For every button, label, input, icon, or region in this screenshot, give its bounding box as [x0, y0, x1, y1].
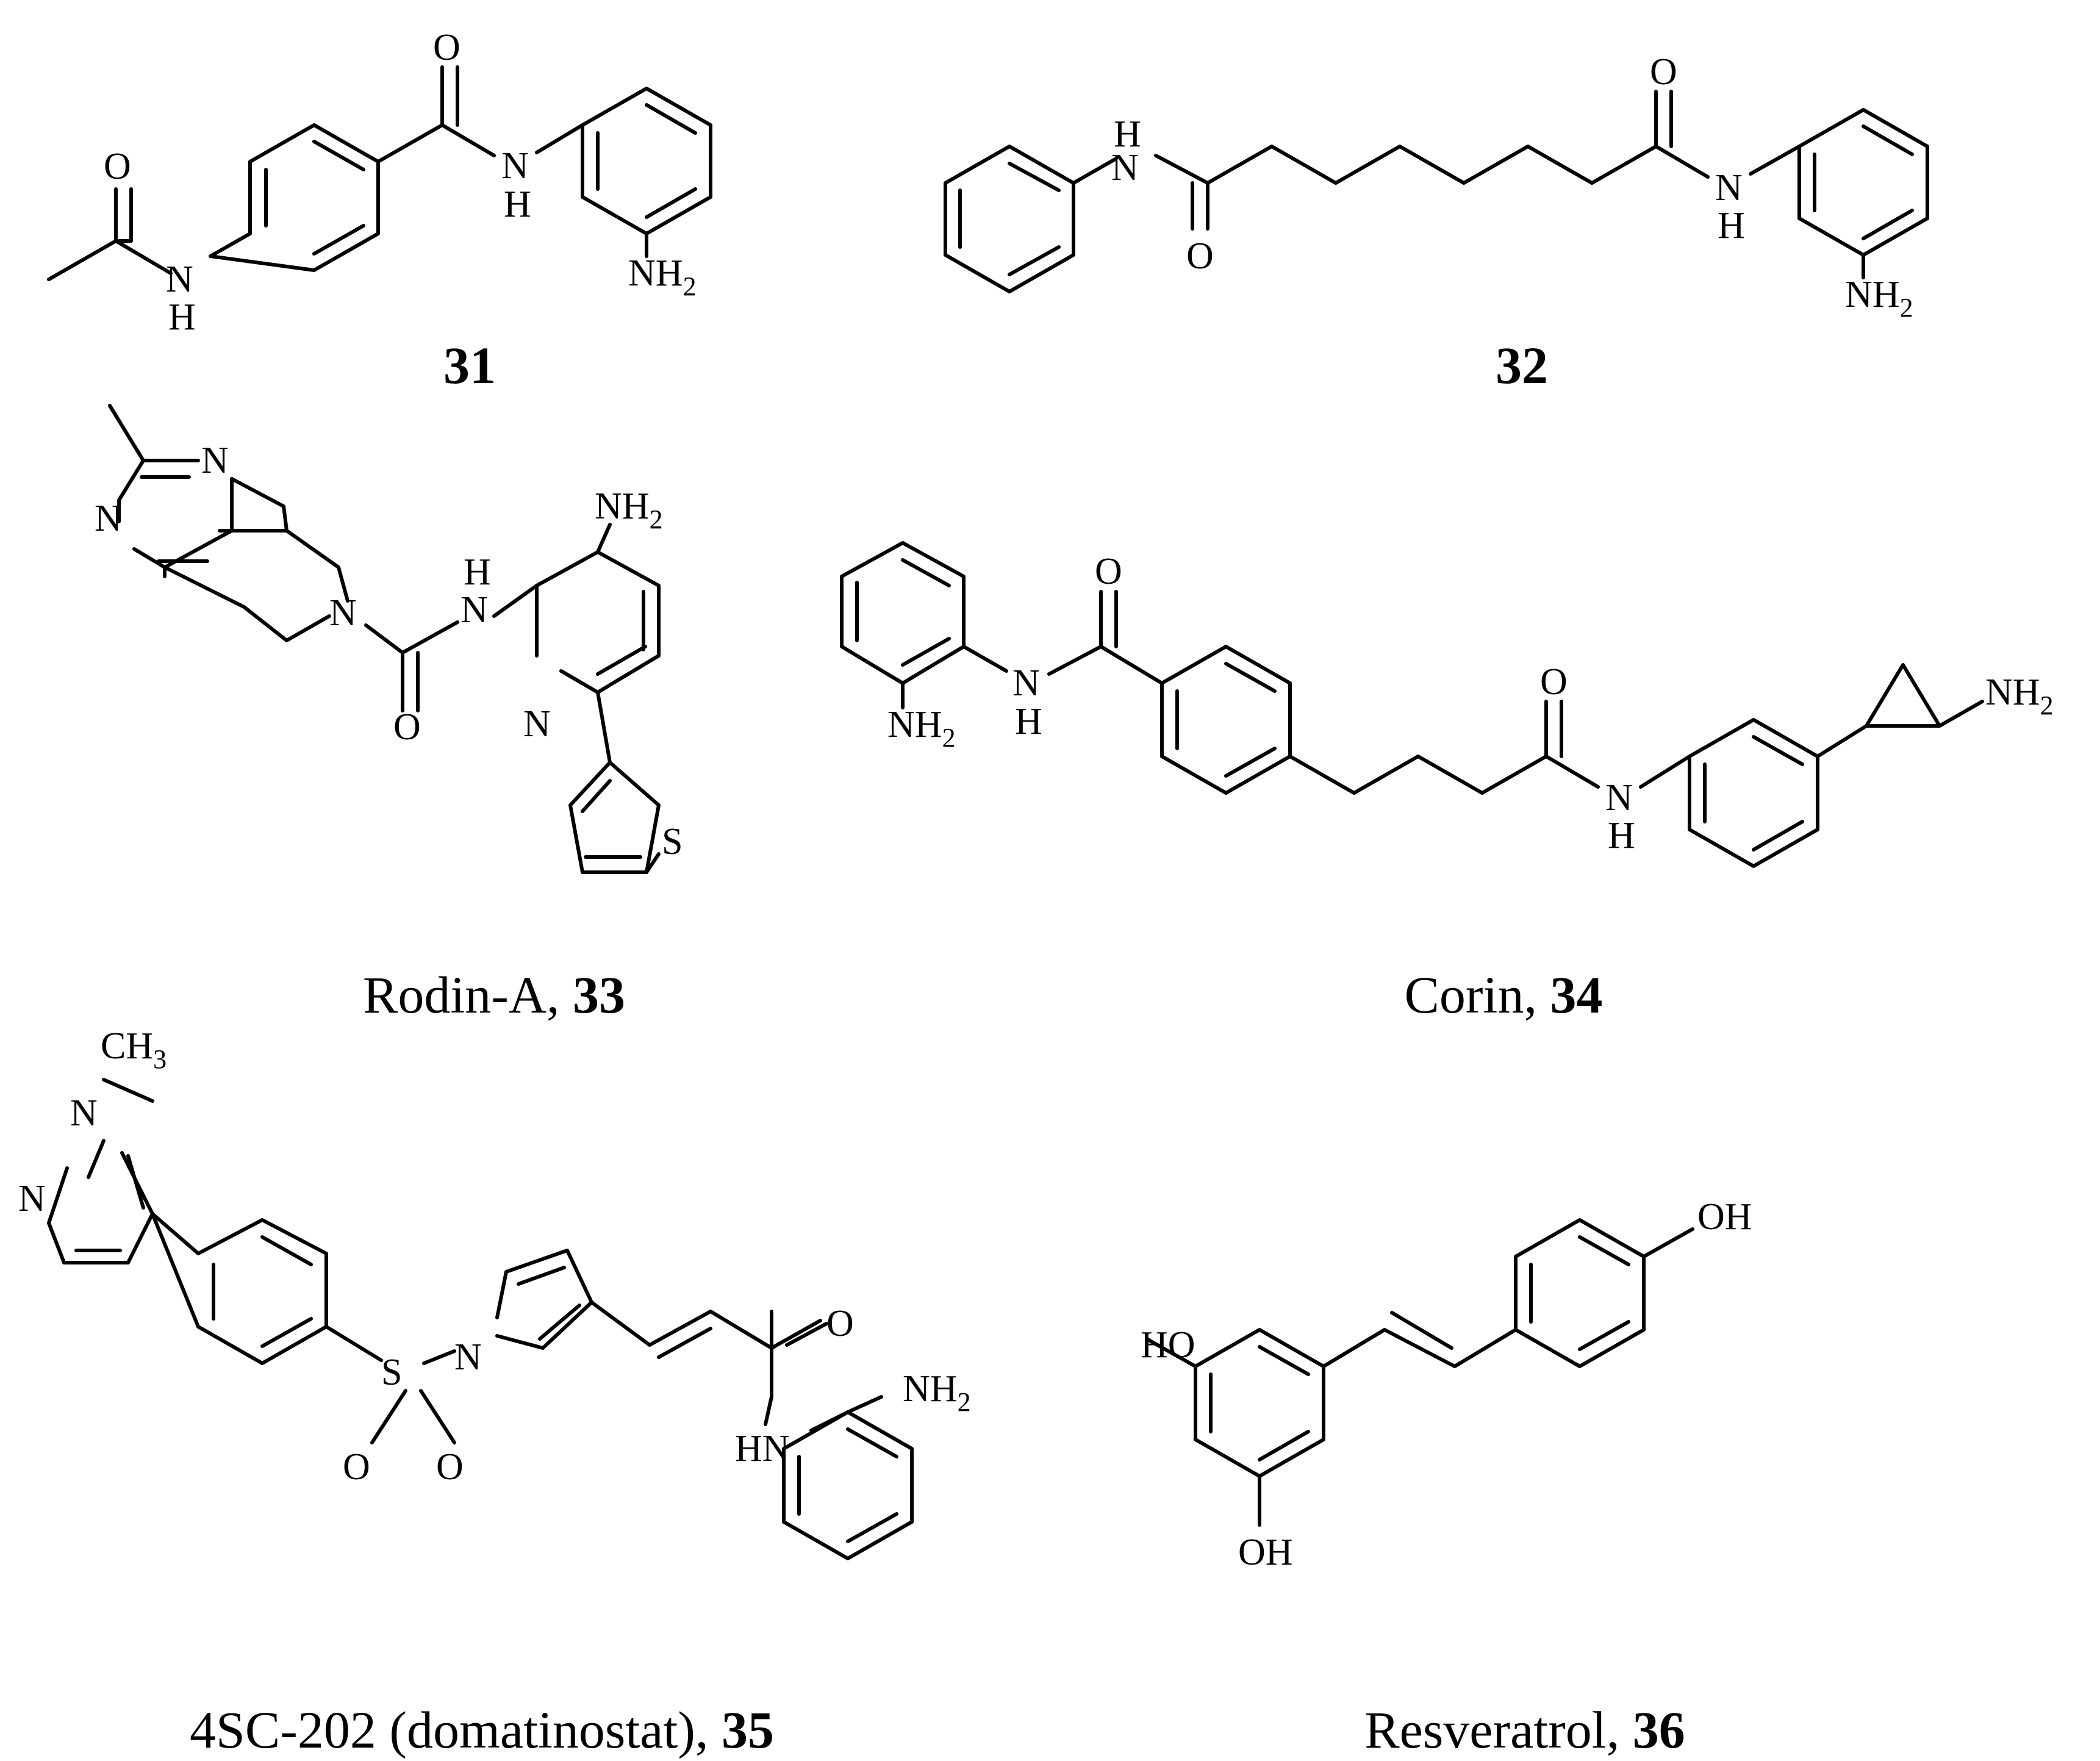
compound-35-caption: 4SC-202 (domatinostat), 35 [190, 1701, 774, 1759]
atom-h: H [1608, 815, 1635, 856]
atom-s: S [662, 821, 683, 863]
atom-h: H [168, 296, 196, 338]
atom-ho: HO [1141, 1324, 1195, 1366]
atom-o: O [1540, 661, 1568, 703]
compound-31-caption: 31 [443, 336, 496, 395]
atom-n: N [166, 259, 193, 300]
atom-nh2: NH2 [595, 486, 663, 534]
atom-h: H [1718, 205, 1745, 246]
atom-n: N [501, 145, 529, 187]
compound-32-caption: 32 [1496, 336, 1548, 395]
structure-36: OH HO OH Resveratrol, 36 [1141, 1196, 1752, 1759]
atom-o: O [343, 1446, 370, 1488]
atom-n: N [460, 589, 488, 631]
atom-o: O [1186, 235, 1214, 277]
atom-n: N [201, 440, 229, 481]
atom-hn: HN [735, 1428, 790, 1469]
atom-oh: OH [1238, 1532, 1293, 1573]
atom-o: O [433, 27, 460, 68]
atom-o: O [436, 1446, 464, 1488]
atom-o: O [393, 706, 421, 748]
structure-34: NH2 N H O O N H NH2 Corin, 34 [840, 541, 2054, 1024]
atom-oh: OH [1697, 1196, 1752, 1238]
atom-nh2: NH2 [887, 704, 956, 753]
atom-o: O [1095, 551, 1122, 592]
atom-o: O [1650, 51, 1677, 93]
compound-33-caption: Rodin-A, 33 [363, 966, 625, 1024]
atom-n: N [523, 703, 551, 745]
atom-h: H [1114, 113, 1141, 155]
atom-o: O [104, 146, 131, 187]
compound-36-caption: Resveratrol, 36 [1364, 1701, 1685, 1759]
atom-h: H [1015, 701, 1042, 742]
atom-n: N [95, 498, 122, 539]
compound-34-caption: Corin, 34 [1405, 966, 1603, 1024]
atom-nh2: NH2 [1985, 672, 2054, 720]
atom-n: N [454, 1336, 482, 1378]
atom-n: N [1012, 662, 1040, 704]
structure-32: H N O O N H NH2 32 [944, 51, 1929, 395]
atom-h: H [504, 184, 531, 225]
structure-31: O N H O N H NH2 31 [47, 27, 712, 395]
atom-nh2: NH2 [628, 253, 697, 301]
atom-n: N [70, 1092, 98, 1134]
atom-nh2: NH2 [1845, 274, 1913, 323]
atom-n: N [329, 592, 357, 634]
atom-h: H [464, 551, 491, 593]
atom-nh2: NH2 [903, 1368, 971, 1417]
atom-s: S [381, 1352, 402, 1393]
atom-ch3: CH3 [101, 1025, 167, 1074]
atom-n: N [1605, 777, 1633, 819]
atom-n: N [1111, 147, 1139, 188]
atom-n: N [18, 1178, 46, 1219]
structure-35: CH3 N N S O O N O NH2 HN 4SC-202 (domati… [18, 1025, 971, 1759]
structure-33: N N N O H N N NH2 S Rodin-A, 33 [95, 404, 683, 1024]
atom-n: N [1715, 167, 1743, 209]
atom-o: O [826, 1303, 854, 1344]
